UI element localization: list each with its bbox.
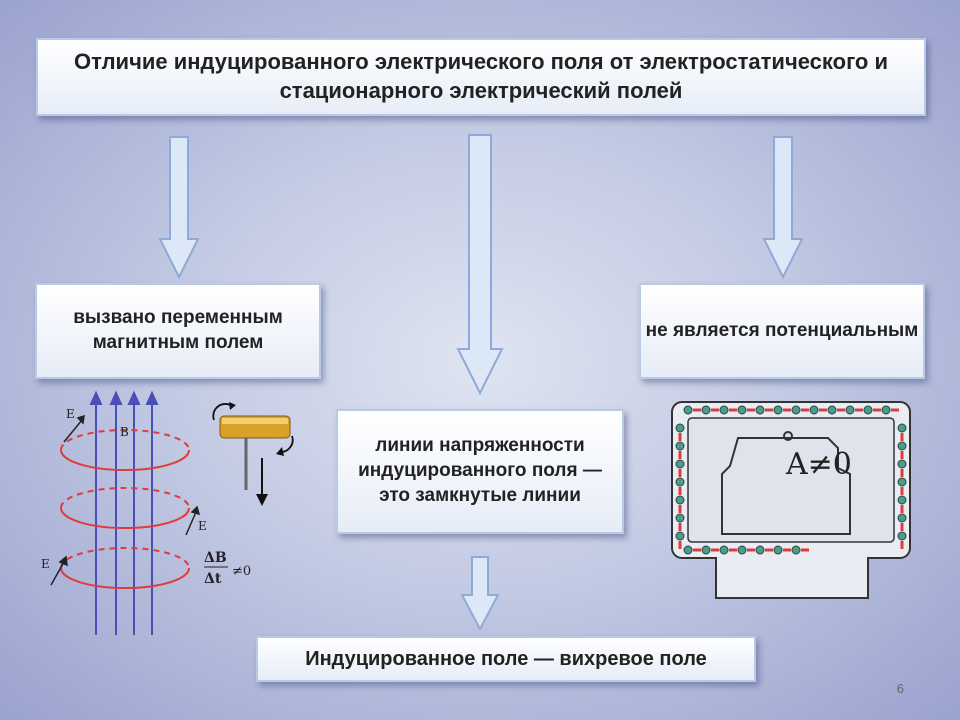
current-arrow-icon	[711, 408, 719, 412]
charge-icon	[675, 495, 685, 505]
current-arrow-icon	[747, 548, 755, 552]
current-arrow-icon	[747, 408, 755, 412]
charge-icon	[675, 459, 685, 469]
closed-circuit-illustration: A≠0	[671, 401, 911, 599]
arrow-down-center	[456, 134, 504, 395]
current-arrow-icon	[678, 451, 682, 459]
current-arrow-icon	[783, 408, 791, 412]
current-arrow-icon	[678, 523, 682, 531]
charge-icon	[897, 459, 907, 469]
potential-text: не является потенциальным	[645, 319, 919, 341]
current-arrow-icon	[891, 408, 899, 412]
formula-numerator: ΔB	[204, 550, 227, 566]
b-label: B	[120, 425, 129, 439]
arrow-down-right	[762, 136, 804, 279]
charge-icon	[773, 545, 783, 555]
charge-icon	[675, 441, 685, 451]
e-vector-arrows	[50, 414, 201, 586]
current-arrow-icon	[711, 548, 719, 552]
magnet-icon	[212, 402, 294, 506]
charge-icon	[897, 423, 907, 433]
current-arrow-icon	[873, 408, 881, 412]
current-arrow-icon	[900, 505, 904, 513]
b-field-lines	[89, 390, 159, 635]
field-lines-box: линии напряженности индуцированного поля…	[336, 409, 624, 534]
slide-title: Отличие индуцированного электрического п…	[73, 49, 889, 103]
charge-icon	[701, 545, 711, 555]
work-label: A≠0	[785, 447, 852, 482]
charge-icon	[881, 405, 891, 415]
current-arrow-icon	[900, 433, 904, 441]
charge-icons	[675, 405, 907, 555]
charge-icon	[827, 405, 837, 415]
charge-icon	[719, 405, 729, 415]
current-arrow-icon	[900, 451, 904, 459]
arrow-down-left	[158, 136, 200, 279]
charge-icon	[755, 405, 765, 415]
field-lines-text: линии напряженности индуцированного поля…	[358, 435, 602, 506]
charge-icon	[719, 545, 729, 555]
vortex-field-illustration: E E E B ΔB Δt ≠0	[41, 390, 294, 635]
charge-icon	[675, 423, 685, 433]
charge-icon	[675, 477, 685, 487]
e-label: E	[198, 519, 207, 533]
current-arrow-icon	[900, 469, 904, 477]
e-field-loops	[60, 429, 190, 589]
current-arrow-icon	[801, 408, 809, 412]
current-arrow-icon	[783, 548, 791, 552]
current-arrow-icon	[819, 408, 827, 412]
charge-icon	[897, 513, 907, 523]
current-arrow-icon	[900, 487, 904, 495]
charge-icon	[755, 545, 765, 555]
charge-icon	[791, 405, 801, 415]
cause-text: вызвано переменным магнитным полем	[73, 307, 283, 353]
current-arrow-icon	[765, 408, 773, 412]
current-arrow-icon	[801, 548, 809, 552]
formula: ΔB Δt ≠0	[204, 550, 251, 587]
current-arrow-icon	[837, 408, 845, 412]
charge-icon	[675, 531, 685, 541]
current-arrow-icon	[678, 487, 682, 495]
charge-icon	[863, 405, 873, 415]
current-arrow-icon	[678, 433, 682, 441]
cause-box: вызвано переменным магнитным полем	[35, 283, 321, 379]
conclusion-text: Индуцированное поле — вихревое поле	[305, 648, 707, 670]
e-label: E	[41, 557, 50, 571]
current-arrow-icon	[765, 548, 773, 552]
current-arrow-icon	[678, 505, 682, 513]
current-arrow-icon	[900, 541, 904, 549]
current-arrow-icon	[678, 541, 682, 549]
charge-icon	[773, 405, 783, 415]
formula-denominator: Δt	[204, 571, 222, 587]
e-label: E	[66, 407, 75, 421]
current-arrow-icon	[693, 548, 701, 552]
title-box: Отличие индуцированного электрического п…	[36, 38, 926, 116]
charge-icon	[737, 405, 747, 415]
current-arrow-icon	[729, 548, 737, 552]
charge-icon	[675, 513, 685, 523]
current-arrow-icon	[678, 469, 682, 477]
charge-icon	[683, 545, 693, 555]
charge-icon	[809, 405, 819, 415]
charge-icon	[683, 405, 693, 415]
current-arrow-icon	[693, 408, 701, 412]
charge-icon	[845, 405, 855, 415]
current-arrow-icon	[729, 408, 737, 412]
potential-box: не является потенциальным	[639, 283, 925, 379]
current-arrow-icon	[900, 523, 904, 531]
formula-relation: ≠0	[232, 564, 251, 579]
charge-icon	[897, 477, 907, 487]
charge-icon	[897, 495, 907, 505]
charge-icon	[791, 545, 801, 555]
arrow-down-bottom	[460, 556, 500, 631]
charge-icon	[701, 405, 711, 415]
charge-icon	[897, 531, 907, 541]
current-arrow-icon	[855, 408, 863, 412]
charge-icon	[897, 441, 907, 451]
machine-silhouette	[721, 437, 851, 535]
page-number: 6	[896, 681, 904, 696]
charge-icon	[737, 545, 747, 555]
conclusion-box: Индуцированное поле — вихревое поле	[256, 636, 756, 682]
